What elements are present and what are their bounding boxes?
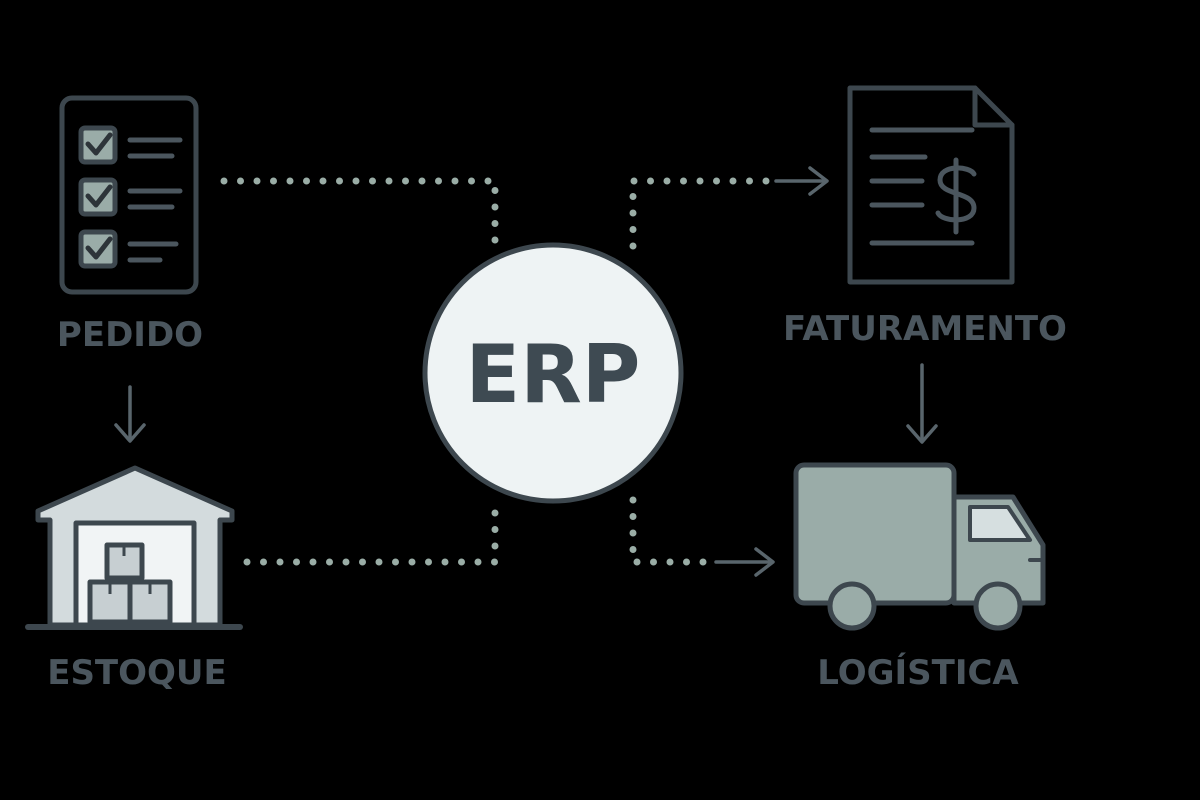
arrow-right-to-faturamento-icon xyxy=(774,166,829,196)
arrow-down-pedido-to-estoque-icon xyxy=(114,385,146,443)
connector-erp-to-logistica xyxy=(629,496,709,566)
warehouse-icon xyxy=(25,465,243,630)
logistica-label: LOGÍSTICA xyxy=(817,652,1019,693)
pedido-node: PEDIDO xyxy=(57,95,203,355)
connector-estoque-to-erp xyxy=(243,496,499,566)
faturamento-label: FATURAMENTO xyxy=(783,309,1067,349)
arrows xyxy=(114,166,938,577)
arrow-down-faturamento-to-logistica-icon xyxy=(906,363,938,444)
estoque-label: ESTOQUE xyxy=(47,653,227,693)
estoque-node: ESTOQUE xyxy=(25,465,243,693)
invoice-dollar-icon xyxy=(847,85,1015,285)
logistica-node: LOGÍSTICA xyxy=(793,462,1046,693)
connector-erp-to-faturamento xyxy=(629,177,774,250)
faturamento-node: FATURAMENTO xyxy=(783,85,1067,349)
erp-hub: ERP xyxy=(422,242,684,504)
erp-circle xyxy=(422,242,684,504)
arrow-right-to-logistica-icon xyxy=(714,547,775,577)
erp-label: ERP xyxy=(466,328,641,421)
pedido-label: PEDIDO xyxy=(57,315,203,355)
checklist-icon xyxy=(59,95,199,295)
delivery-truck-icon xyxy=(793,462,1046,631)
connectors xyxy=(220,177,774,566)
connector-pedido-to-erp xyxy=(220,177,499,250)
